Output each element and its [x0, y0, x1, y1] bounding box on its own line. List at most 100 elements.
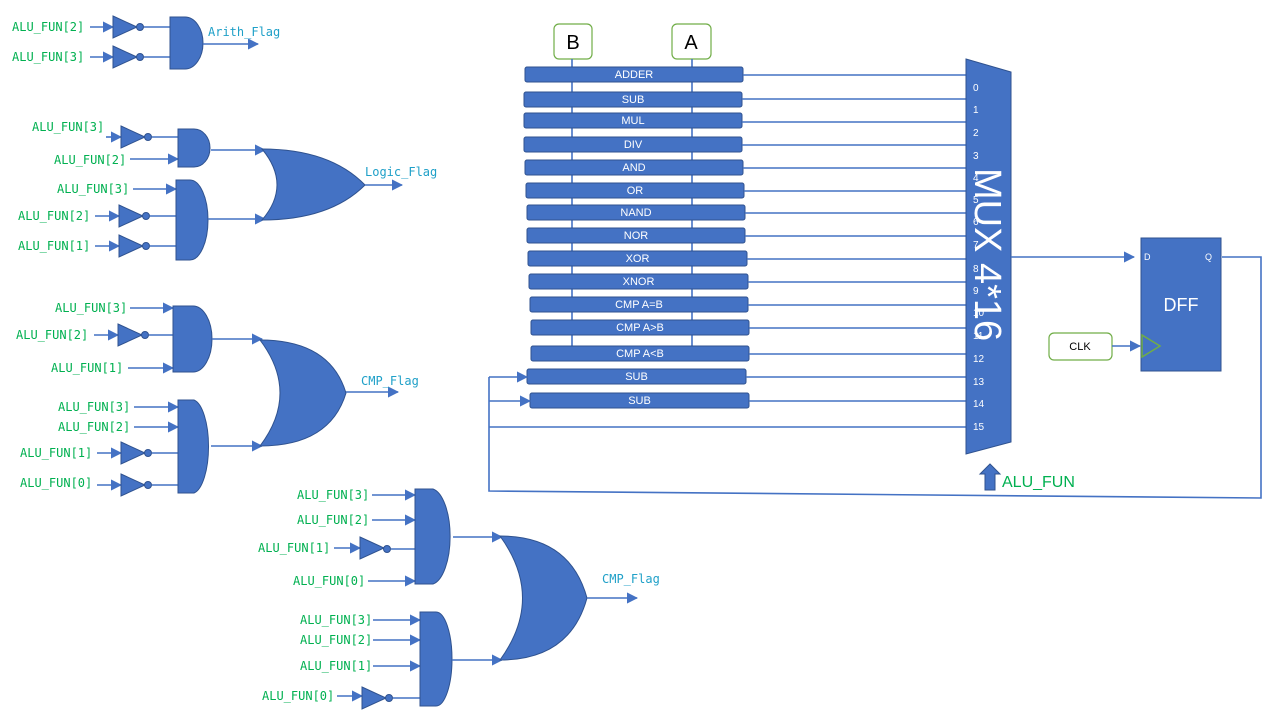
- mux-input-number: 4: [973, 173, 979, 184]
- not-gate-bubble: [141, 331, 149, 339]
- cmp-input-label: ALU_FUN[3]: [297, 488, 369, 502]
- cmp-input-label: ALU_FUN[2]: [300, 633, 372, 647]
- cmp-input-label: ALU_FUN[1]: [300, 659, 372, 673]
- mux-select: ALU_FUN: [978, 463, 1075, 491]
- operation-block: SUB: [526, 368, 966, 385]
- operation-block: NAND: [526, 204, 966, 221]
- and-gate: [419, 611, 453, 707]
- operation-label: NAND: [620, 207, 651, 219]
- operation-blocks: ADDER SUB MUL DIV AND OR NAND NOR XOR XNOR CMP A=B…: [523, 66, 966, 409]
- not-gate: [112, 15, 139, 39]
- operation-label: CMP A<B: [616, 348, 664, 360]
- logic-flag-logic: ALU_FUN[3] ALU_FUN[2] ALU_FUN[3] ALU_FUN…: [18, 120, 437, 261]
- operation-label: NOR: [624, 230, 649, 242]
- cmp-input-label: ALU_FUN[3]: [58, 400, 130, 414]
- operation-label: CMP A=B: [615, 299, 663, 311]
- not-gate-bubble: [383, 545, 391, 553]
- mux-input-number: 1: [973, 105, 979, 116]
- mux-input-number: 5: [973, 195, 979, 206]
- logic-input-label: ALU_FUN[3]: [32, 120, 104, 134]
- up-arrow-icon: [978, 463, 1002, 491]
- cmp-input-label: ALU_FUN[1]: [258, 541, 330, 555]
- operation-block: SUB: [523, 91, 966, 108]
- cmp-input-label: ALU_FUN[0]: [20, 476, 92, 490]
- cmp-input-label: ALU_FUN[2]: [297, 513, 369, 527]
- not-gate-bubble: [142, 212, 150, 220]
- not-gate: [120, 125, 147, 149]
- arith-input-label: ALU_FUN[2]: [12, 20, 84, 34]
- operation-label: MUL: [621, 115, 644, 127]
- dff-d-pin: D: [1144, 252, 1151, 262]
- not-gate: [112, 45, 139, 69]
- operation-block: CMP A<B: [530, 345, 966, 362]
- logic-input-label: ALU_FUN[2]: [18, 209, 90, 223]
- not-gate: [359, 536, 386, 560]
- or-gate: [258, 339, 347, 447]
- not-gate-bubble: [142, 242, 150, 250]
- operand-b: B: [553, 23, 593, 60]
- mux-select-label: ALU_FUN: [1002, 474, 1075, 491]
- cmp-input-label: ALU_FUN[1]: [20, 446, 92, 460]
- operation-label: SUB: [622, 94, 645, 106]
- mux-input-number: 2: [973, 128, 979, 139]
- arith-input-label: ALU_FUN[3]: [12, 50, 84, 64]
- arith-flag-logic: ALU_FUN[2] ALU_FUN[3] Arith_Flag: [12, 15, 280, 70]
- mux-input-number: 12: [973, 354, 985, 365]
- not-gate: [120, 441, 147, 465]
- cmp-input-label: ALU_FUN[2]: [16, 328, 88, 342]
- mux-input-number: 13: [973, 377, 985, 388]
- operation-block: ADDER: [524, 66, 966, 83]
- not-gate-bubble: [385, 694, 393, 702]
- operation-block: XNOR: [528, 273, 966, 290]
- and-gate: [172, 305, 213, 373]
- mux-input-number: 11: [973, 331, 984, 342]
- cmp-flag-logic-2: ALU_FUN[3] ALU_FUN[2] ALU_FUN[1] ALU_FUN…: [258, 488, 660, 710]
- not-gate: [117, 323, 144, 347]
- operation-label: OR: [627, 185, 644, 197]
- mux-input-number: 9: [973, 286, 979, 297]
- operation-label: XNOR: [623, 276, 655, 288]
- mux-label: MUX 4*16: [966, 168, 1008, 341]
- mux-input-number: 6: [973, 217, 979, 228]
- operation-block: CMP A=B: [529, 296, 966, 313]
- not-gate: [118, 234, 145, 258]
- and-gate: [414, 488, 451, 585]
- clock-pin-icon: [1141, 333, 1162, 359]
- cmp-flag-label: CMP_Flag: [361, 374, 419, 388]
- cmp-input-label: ALU_FUN[1]: [51, 361, 123, 375]
- operation-block: NOR: [526, 227, 966, 244]
- and-gate: [175, 179, 209, 261]
- and-gate: [177, 128, 211, 168]
- not-gate: [118, 204, 145, 228]
- operation-block: CMP A>B: [530, 319, 966, 336]
- operation-block: MUL: [523, 112, 966, 129]
- dff: DFF D Q: [1140, 237, 1222, 372]
- operand-a: A: [671, 23, 712, 60]
- not-gate-bubble: [144, 449, 152, 457]
- cmp-input-label: ALU_FUN[3]: [55, 301, 127, 315]
- mux-input-number: 7: [973, 240, 979, 251]
- cmp-flag-logic-1: ALU_FUN[3] ALU_FUN[2] ALU_FUN[1] ALU_FUN…: [16, 301, 419, 497]
- cmp-flag-label: CMP_Flag: [602, 572, 660, 586]
- operation-label: CMP A>B: [616, 322, 664, 334]
- operation-label: DIV: [624, 139, 643, 151]
- operation-label: AND: [622, 162, 645, 174]
- operation-label: XOR: [626, 253, 650, 265]
- dff-q-pin: Q: [1205, 252, 1212, 262]
- arith-flag-label: Arith_Flag: [208, 25, 280, 39]
- not-gate-bubble: [144, 481, 152, 489]
- operation-box: [523, 112, 743, 129]
- mux-input-number: 3: [973, 151, 979, 162]
- operation-label: SUB: [625, 371, 648, 383]
- operation-block: DIV: [523, 136, 966, 153]
- operand-a-label: A: [684, 32, 698, 54]
- mux-input-number: 10: [973, 308, 985, 319]
- logic-input-label: ALU_FUN[2]: [54, 153, 126, 167]
- not-gate: [361, 686, 388, 710]
- mux-input-number: 15: [973, 422, 985, 433]
- operation-block: SUB: [529, 392, 966, 409]
- not-gate: [120, 473, 147, 497]
